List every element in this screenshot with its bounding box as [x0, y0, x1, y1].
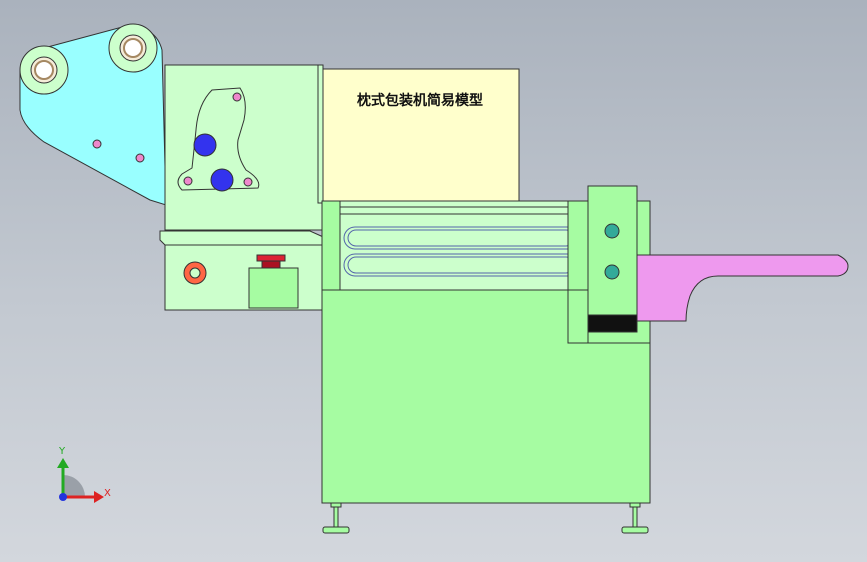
- sealer-head: [587, 185, 638, 333]
- conveyor-housing: [339, 213, 571, 291]
- indicator-nut: [183, 261, 207, 285]
- model-label-panel: [322, 68, 520, 202]
- coordinate-triad[interactable]: Y X: [57, 446, 111, 503]
- x-axis-arrow: [94, 491, 104, 503]
- leveling-foot-right: [621, 502, 649, 534]
- upper-box-lip: [317, 64, 324, 204]
- z-axis-dot: [59, 493, 67, 501]
- crank-bracket: [177, 87, 260, 191]
- feed-plate-hole: [92, 139, 102, 149]
- upper-control-box: [164, 64, 324, 231]
- y-axis-label: Y: [58, 446, 66, 457]
- film-roller-left: [19, 45, 69, 95]
- model-title: 枕式包装机简易模型: [357, 93, 483, 109]
- y-axis-arrow: [57, 458, 69, 468]
- bracket-pin-blue: [193, 133, 217, 157]
- leveling-foot-left: [322, 502, 350, 534]
- sealer-jaw-block: [587, 314, 638, 333]
- bracket-hole: [183, 176, 193, 186]
- bracket-hole: [232, 92, 242, 102]
- outfeed-arm: [636, 254, 849, 322]
- film-roller-right: [108, 23, 158, 73]
- sealer-frame-inset: [567, 289, 589, 344]
- button-base-block: [248, 267, 299, 309]
- feed-plate-hole: [135, 153, 145, 163]
- bracket-pin-blue: [210, 168, 234, 192]
- x-axis-label: X: [104, 488, 111, 499]
- triad-rotation-arc: [63, 475, 85, 497]
- sealer-pin-teal: [604, 264, 620, 280]
- infeed-shelf: [159, 230, 331, 246]
- sealer-pin-teal: [604, 223, 620, 239]
- bracket-hole: [243, 177, 253, 187]
